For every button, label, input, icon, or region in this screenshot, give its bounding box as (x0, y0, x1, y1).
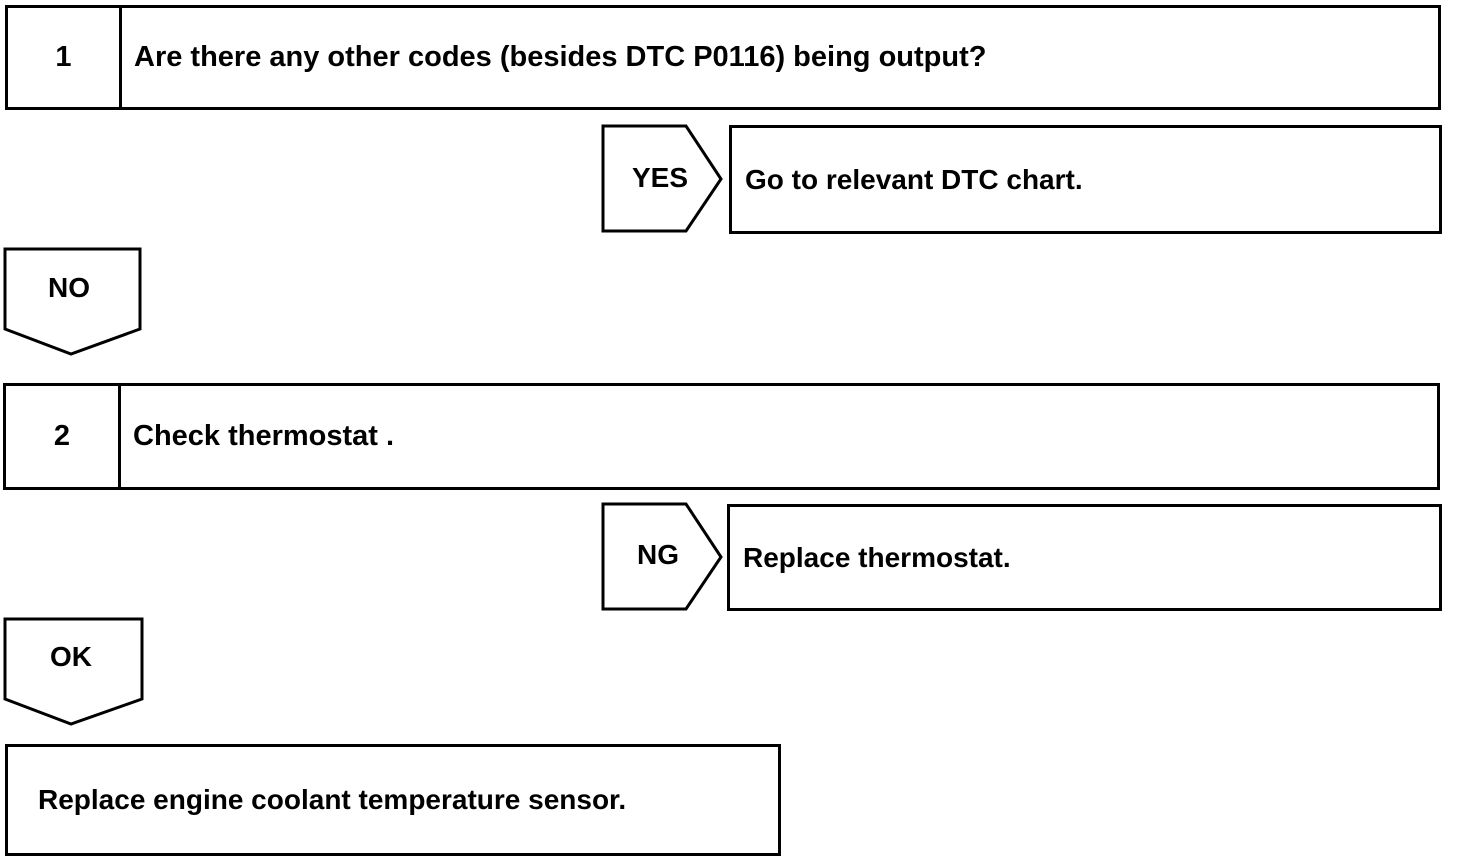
step-1-number: 1 (8, 8, 122, 107)
step-1-question: Are there any other codes (besides DTC P… (134, 41, 987, 73)
ok-arrow-shape (3, 617, 144, 726)
step-1-box: 1 Are there any other codes (besides DTC… (5, 5, 1441, 110)
no-arrow-shape (3, 247, 142, 356)
yes-result-box: Go to relevant DTC chart. (729, 125, 1442, 234)
no-branch-tag: NO (3, 247, 143, 357)
ng-branch-tag: NG (601, 502, 725, 612)
ng-result-text: Replace thermostat. (743, 541, 1011, 573)
ng-label: NG (637, 539, 679, 570)
yes-branch-tag: YES (601, 124, 725, 234)
yes-label: YES (631, 162, 689, 193)
no-label: NO (48, 272, 90, 303)
step-2-box: 2 Check thermostat . (3, 383, 1440, 490)
ng-result-box: Replace thermostat. (727, 504, 1442, 611)
ok-label: OK (50, 641, 92, 672)
final-action-box: Replace engine coolant temperature senso… (5, 744, 781, 856)
yes-result-text: Go to relevant DTC chart. (745, 163, 1083, 195)
ok-branch-tag: OK (3, 617, 145, 727)
final-action-text: Replace engine coolant temperature senso… (38, 784, 627, 815)
ng-arrow-shape (601, 502, 723, 611)
step-2-number: 2 (6, 386, 121, 487)
yes-arrow-shape (601, 124, 723, 233)
step-2-question: Check thermostat . (133, 420, 395, 452)
